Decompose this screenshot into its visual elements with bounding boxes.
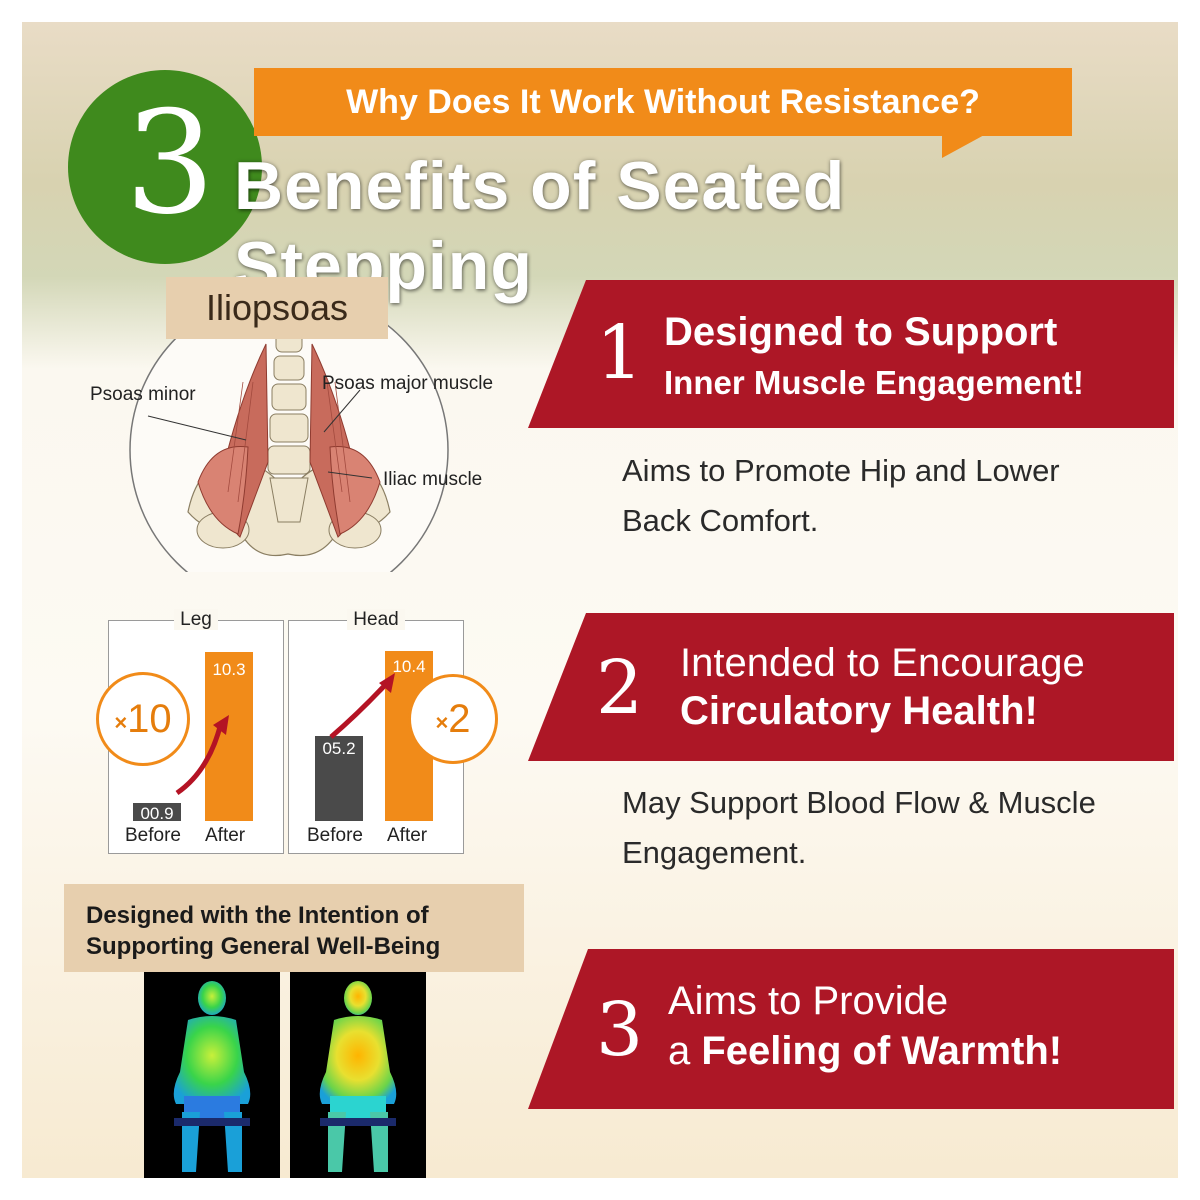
benefit-1-banner: 1 Designed to Support Inner Muscle Engag… — [528, 280, 1174, 428]
benefit-3-banner: 3 Aims to Provide a Feeling of Warmth! — [528, 949, 1174, 1109]
psoas-minor-label: Psoas minor — [90, 384, 196, 405]
iliopsoas-illustration — [128, 322, 450, 572]
head-cat-before: Before — [307, 825, 363, 846]
big-number: 3 — [124, 81, 216, 246]
leg-multiplier: 10 — [127, 696, 172, 741]
benefit-2-description: May Support Blood Flow & Muscle Engageme… — [622, 778, 1096, 878]
benefit-3-line1: Aims to Provide — [668, 979, 949, 1023]
benefit-1-line1: Designed to Support — [664, 310, 1058, 354]
thermal-image-after — [290, 972, 426, 1178]
leg-arrow — [175, 715, 229, 796]
number-badge: 3 — [68, 70, 262, 264]
benefit-2-banner: 2 Intended to Encourage Circulatory Heal… — [528, 613, 1174, 761]
benefit-3-line2-prefix: a — [668, 1029, 702, 1073]
wellbeing-label: Designed with the Intention of Supportin… — [64, 884, 524, 972]
head-value-after: 10.4 — [392, 656, 426, 676]
wellbeing-line1: Designed with the Intention of — [86, 902, 429, 929]
iliac-muscle-label: Iliac muscle — [383, 469, 483, 490]
head-value-before: 05.2 — [322, 738, 356, 758]
question-bubble: Why Does It Work Without Resistance? — [254, 68, 1072, 136]
benefit-1-desc-line1: Aims to Promote Hip and Lower — [622, 453, 1060, 488]
thermal-image-before — [144, 972, 280, 1178]
leg-cat-before: Before — [125, 825, 181, 846]
head-multiplier-badge: ×2 — [408, 674, 498, 764]
leg-chart-title: Leg — [174, 609, 218, 630]
leg-bar-before: 00.9 — [133, 803, 181, 823]
benefit-1-desc-line2: Back Comfort. — [622, 503, 819, 538]
leg-cat-after: After — [205, 825, 246, 846]
benefit-2-line1: Intended to Encourage — [680, 641, 1085, 685]
question-text: Why Does It Work Without Resistance? — [346, 82, 980, 121]
benefit-3-number: 3 — [596, 987, 644, 1073]
head-arrow — [329, 673, 395, 739]
head-bar-before: 05.2 — [315, 735, 363, 821]
benefit-1-number: 1 — [596, 310, 644, 396]
head-chart-title: Head — [347, 609, 405, 630]
benefit-1-description: Aims to Promote Hip and Lower Back Comfo… — [622, 446, 1060, 546]
benefit-2-number: 2 — [596, 645, 644, 731]
psoas-major-label: Psoas major muscle — [322, 373, 494, 394]
iliopsoas-title: Iliopsoas — [205, 287, 349, 328]
benefit-3-line2: a Feeling of Warmth! — [668, 1029, 1062, 1074]
bubble-tail — [942, 134, 986, 158]
benefit-2-desc-line1: May Support Blood Flow & Muscle — [622, 785, 1096, 820]
head-multiplier: 2 — [448, 696, 471, 741]
page-title: Benefits of Seated Stepping — [234, 148, 846, 304]
benefit-3-line2-bold: Feeling of Warmth! — [701, 1029, 1063, 1073]
leg-multiplier-badge: ×10 — [96, 672, 190, 766]
head-cat-after: After — [387, 825, 428, 846]
leg-value-before: 00.9 — [140, 804, 174, 823]
wellbeing-line2: Supporting General Well-Being — [86, 933, 441, 960]
benefit-2-line2: Circulatory Health! — [680, 689, 1038, 733]
leg-bar-after: 10.3 — [205, 652, 253, 821]
benefit-1-line2: Inner Muscle Engagement! — [664, 364, 1084, 401]
leg-value-after: 10.3 — [212, 660, 246, 680]
benefit-2-desc-line2: Engagement. — [622, 835, 807, 870]
iliopsoas-label: Iliopsoas — [166, 277, 388, 339]
